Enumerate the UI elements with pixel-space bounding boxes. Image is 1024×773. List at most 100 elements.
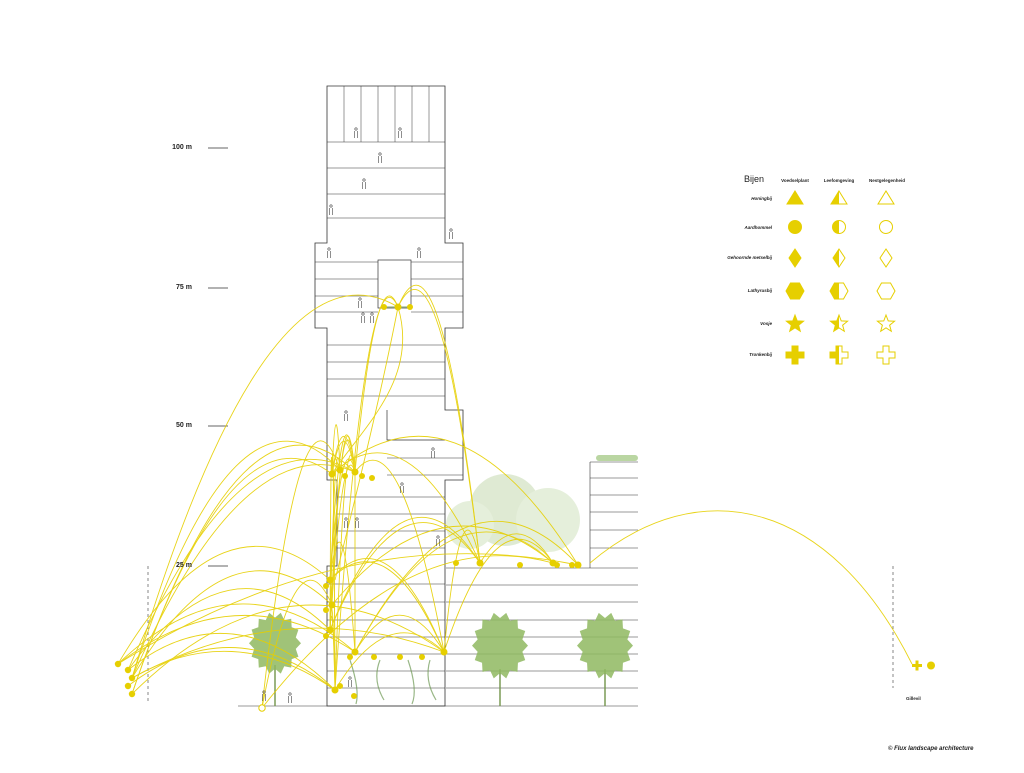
dashed-markers [147, 566, 894, 702]
flight-path [131, 464, 356, 679]
flight-path [329, 561, 445, 653]
bee-node [331, 686, 339, 694]
person-body [398, 131, 402, 138]
person-body [378, 156, 382, 163]
legend-row-metselbij: Gehoornde metselbij [727, 255, 772, 260]
circle-icon [832, 220, 846, 234]
flight-path [117, 603, 356, 665]
person-figure [348, 676, 352, 687]
bee-node [359, 473, 365, 479]
half-fill [830, 283, 839, 299]
bee-node [326, 626, 334, 634]
flight-path [334, 632, 445, 691]
legend-title: Bijen [744, 174, 765, 184]
hexagon-icon [829, 282, 849, 300]
hexagon-icon [785, 282, 805, 300]
person-figure [344, 517, 348, 528]
city-markers [912, 660, 935, 671]
person-head [362, 178, 366, 182]
person-figure [361, 312, 365, 323]
person-figure [358, 297, 362, 308]
bee-node [326, 576, 334, 584]
person-body [417, 251, 421, 258]
vine [407, 659, 415, 705]
cross-icon [829, 345, 849, 365]
vine [349, 659, 358, 705]
vine [427, 659, 437, 701]
flight-path [127, 458, 356, 671]
flight-path [117, 614, 356, 665]
bee-end-node [124, 682, 132, 690]
person-body [288, 696, 292, 703]
flight-path [127, 588, 331, 671]
shape [785, 313, 805, 333]
circle-icon [927, 661, 935, 670]
person-head [378, 152, 382, 156]
circle-icon [788, 220, 802, 234]
tree [472, 612, 528, 706]
legend-column-nest: Nestgelegenheid [868, 178, 905, 183]
bee-node [323, 633, 329, 639]
flight-path [131, 570, 333, 679]
flight-path [443, 538, 554, 653]
cross-icon [785, 345, 805, 365]
flight-path-long [589, 510, 913, 665]
person-head [358, 297, 362, 301]
tree [577, 612, 633, 706]
flight-path [261, 440, 341, 709]
bee-node [336, 466, 344, 474]
person-head [436, 535, 440, 539]
half-fill [831, 191, 839, 204]
legend-row-lathyrusbij: Lathyrusbij [747, 288, 772, 293]
flight-path [131, 440, 341, 679]
star-icon [785, 313, 805, 333]
legend-row-aardhommel: Aardhommel [744, 225, 772, 230]
person-head [417, 247, 421, 251]
person-body [436, 539, 440, 546]
person-head [348, 676, 352, 680]
flight-path [443, 529, 481, 653]
person-head [327, 247, 331, 251]
diamond-icon [879, 248, 893, 268]
flight-path [131, 444, 356, 695]
star-icon [876, 313, 896, 333]
half-fill [833, 249, 839, 267]
person-figure [288, 692, 292, 703]
bee-node [407, 304, 413, 310]
flight-path [131, 457, 333, 695]
bee-node [323, 607, 329, 613]
shape [877, 190, 895, 205]
shape [788, 248, 802, 268]
person-body [344, 521, 348, 528]
flight-path [131, 294, 399, 679]
bee-flight-paths [117, 284, 913, 709]
flight-path [329, 464, 356, 631]
flight-path [334, 306, 399, 581]
person-body [327, 251, 331, 258]
tree-crown [577, 612, 633, 679]
flight-path [261, 555, 554, 709]
person-figure [362, 178, 366, 189]
flight-path [334, 454, 356, 691]
bee-node [369, 475, 375, 481]
scale-label-100: 100 m [172, 144, 192, 151]
cross-icon [876, 345, 896, 365]
bee-end-node [128, 690, 136, 698]
triangle-icon [830, 190, 848, 205]
circle-icon [879, 220, 893, 234]
person-head [288, 692, 292, 696]
bee-node [351, 648, 359, 656]
person-figure [355, 517, 359, 528]
bee-end-node [124, 666, 132, 674]
flight-path [354, 614, 445, 653]
person-head [449, 228, 453, 232]
tree [249, 612, 301, 706]
shape [876, 282, 896, 300]
vine [376, 659, 385, 701]
person-body [344, 414, 348, 421]
roof-greenery [596, 455, 638, 461]
flight-path [131, 650, 336, 691]
bee-node [394, 303, 402, 311]
bee-node [476, 559, 484, 567]
